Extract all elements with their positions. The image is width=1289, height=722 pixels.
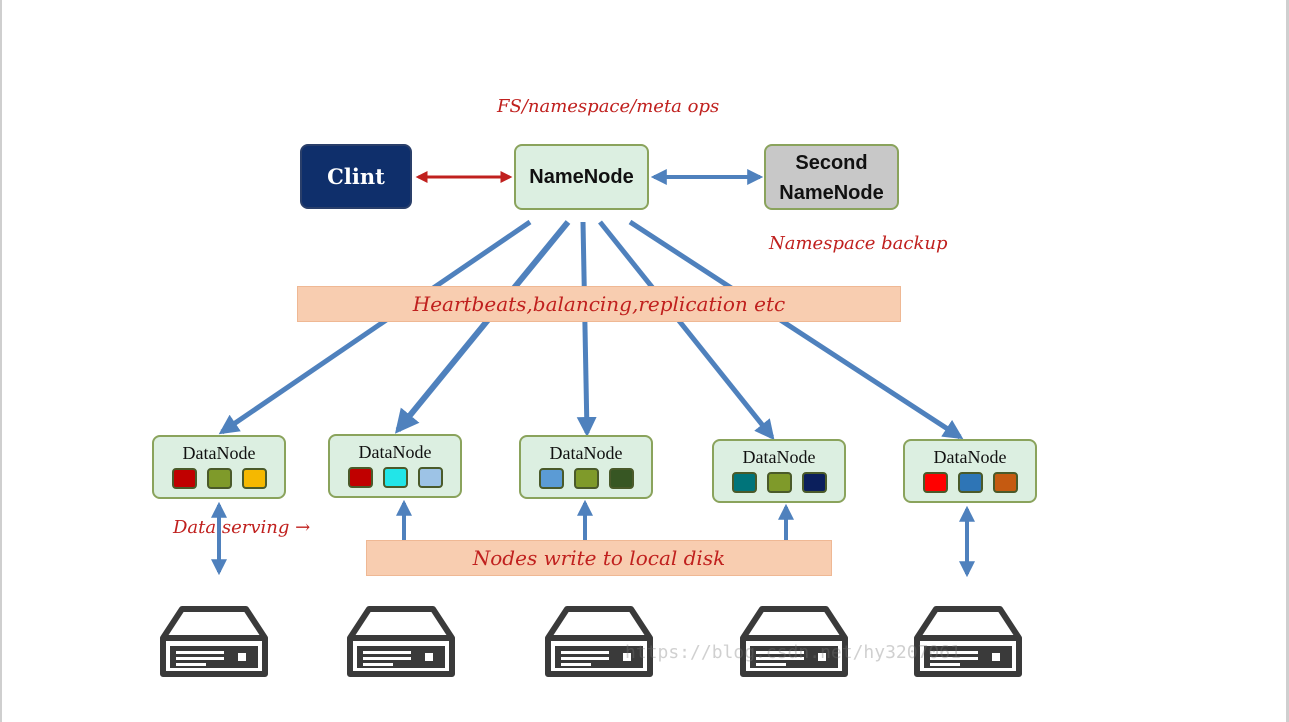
datanode-4-block-1 (731, 472, 757, 493)
datanode-5-block-1 (922, 472, 948, 493)
datanode-3-block-1 (538, 468, 564, 489)
datanode-5: DataNode (903, 439, 1037, 503)
namenode-datanode3-arrow (576, 221, 597, 437)
server-icon (740, 606, 848, 677)
datanode-3-block-2 (573, 468, 599, 489)
server-icon (545, 606, 653, 677)
second-namenode-node: Second NameNode (764, 144, 899, 210)
namenode-datanode4-arrow (598, 220, 775, 441)
heartbeats-label: Heartbeats,balancing,replication etc (412, 292, 786, 316)
datanode-2: DataNode (328, 434, 462, 498)
watermark-text: https://blog.csdn.net/hy3207061 (625, 642, 961, 663)
second-namenode-label-line2: NameNode (779, 182, 884, 204)
client-node-label: Clint (327, 164, 385, 189)
datanode-5-block-3 (992, 472, 1018, 493)
datanode-4-label: DataNode (742, 447, 816, 467)
server-icon (914, 606, 1022, 677)
datanode-3-label: DataNode (549, 443, 623, 463)
datanode-1-label: DataNode (182, 443, 256, 463)
datanode-1: DataNode (152, 435, 286, 499)
namenode-node: NameNode (514, 144, 649, 210)
local-disk-label: Nodes write to local disk (472, 546, 726, 570)
datanode-1-block-2 (206, 468, 232, 489)
namenode-datanode1-arrow (218, 219, 532, 435)
datanode-2-label: DataNode (358, 442, 432, 462)
namespace-backup-label: Namespace backup (769, 233, 948, 254)
datanode-2-block-1 (347, 467, 373, 488)
namenode-label: NameNode (529, 165, 634, 188)
local-disk-band: Nodes write to local disk (366, 540, 832, 576)
meta-ops-label: FS/namespace/meta ops (497, 96, 720, 117)
namenode-datanode2-arrow (394, 220, 571, 434)
datanode-4-block-2 (766, 472, 792, 493)
datanode-4-block-3 (801, 472, 827, 493)
client-node: Clint (300, 144, 412, 209)
second-namenode-label-line1: Second (795, 152, 868, 174)
server-icon (160, 606, 268, 677)
datanode-2-block-3 (417, 467, 443, 488)
heartbeats-band: Heartbeats,balancing,replication etc (297, 286, 901, 322)
datanode-3: DataNode (519, 435, 653, 499)
datanode-5-label: DataNode (933, 447, 1007, 467)
datanode-1-block-3 (241, 468, 267, 489)
datanode-5-block-2 (957, 472, 983, 493)
datanode-3-block-3 (608, 468, 634, 489)
datanode-4: DataNode (712, 439, 846, 503)
data-serving-label: Data serving → (173, 517, 311, 538)
datanode-2-block-2 (382, 467, 408, 488)
server-icon (347, 606, 455, 677)
namenode-datanode5-arrow (628, 219, 964, 440)
datanode-1-block-1 (171, 468, 197, 489)
